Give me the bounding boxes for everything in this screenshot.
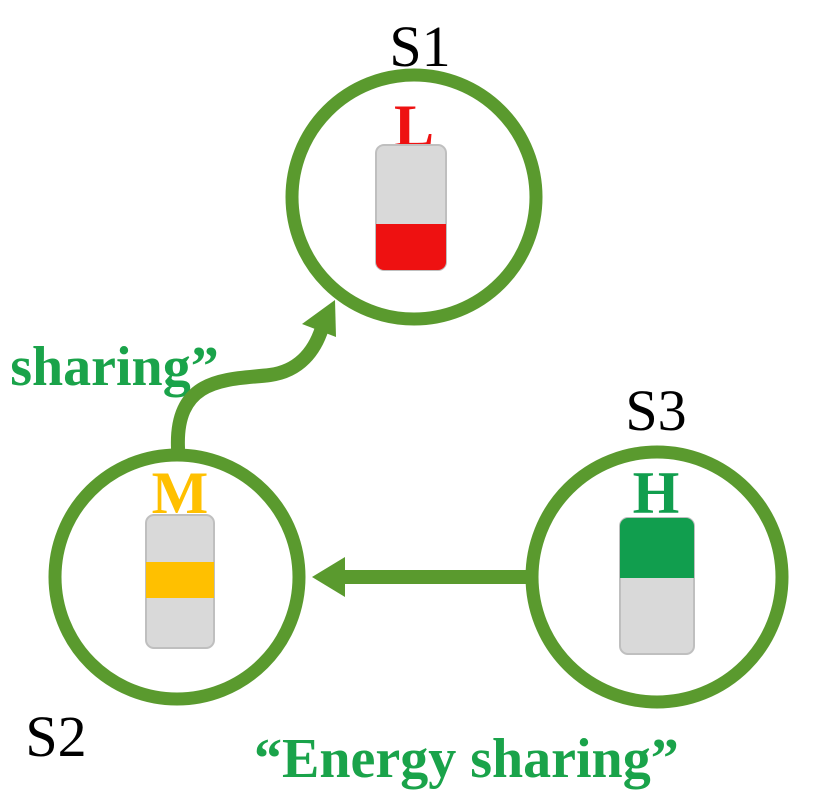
battery-icon — [375, 144, 447, 271]
station-s3: S3 H — [525, 378, 789, 709]
station-name-s2: S2 — [25, 704, 86, 769]
arrowhead-icon — [302, 300, 336, 337]
battery-icon — [619, 517, 695, 655]
level-letter-s3: H — [633, 460, 680, 526]
station-name-s3: S3 — [625, 378, 686, 443]
arrowhead-icon — [312, 557, 345, 597]
flow-label-s2-s1: “Energy sharing” — [0, 336, 219, 398]
link-s3-to-s2 — [312, 557, 534, 597]
station-s1: S1 L — [285, 14, 543, 326]
link-s2-to-s1 — [170, 300, 336, 455]
flow-label-s3-s2: “Energy sharing” — [254, 728, 679, 790]
station-name-s1: S1 — [389, 14, 450, 79]
station-s2: S2 M — [25, 448, 306, 769]
battery-icon — [145, 514, 215, 649]
